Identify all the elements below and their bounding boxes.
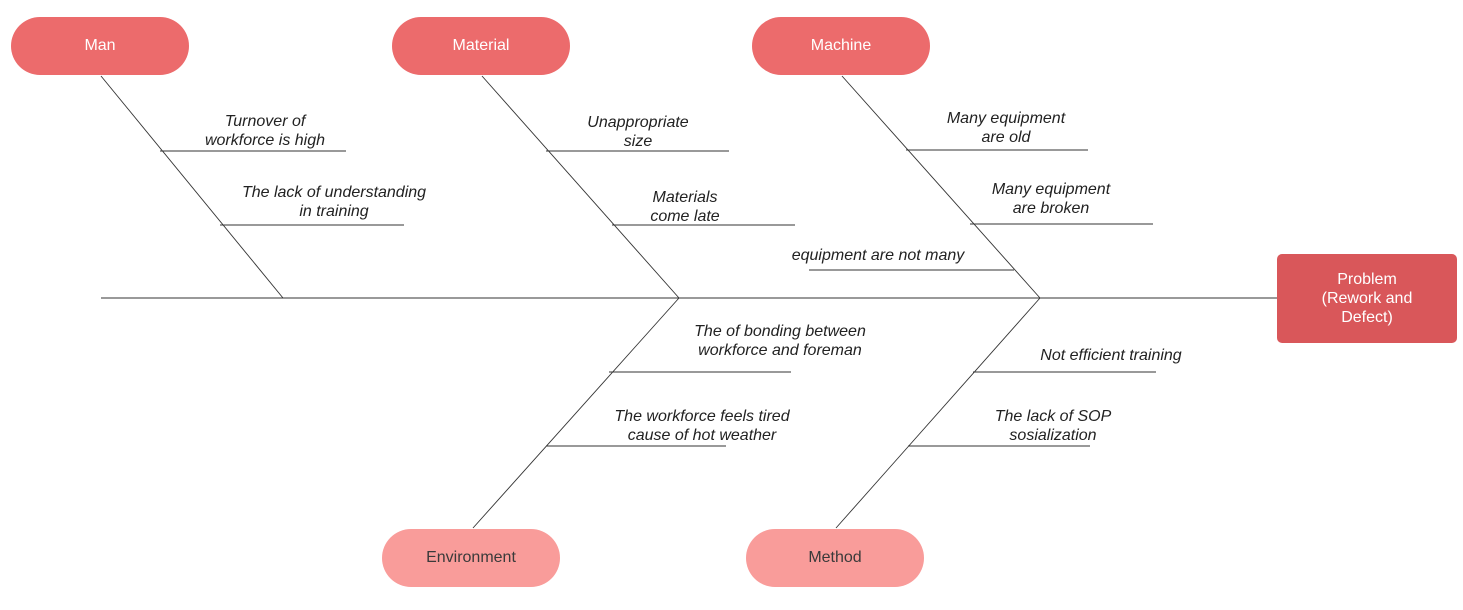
category-environment: Environment (382, 529, 560, 587)
man-cause-1: Turnover of workforce is high (204, 113, 326, 149)
environment-cause-1: The of bonding between workforce and for… (694, 323, 866, 359)
material-cause-2: Materials come late (650, 189, 720, 225)
material-cause-1: Unappropriate size (587, 114, 689, 150)
machine-cause-1: Many equipment are old (946, 110, 1066, 146)
method-cause-2: The lack of SOP sosialization (994, 408, 1112, 444)
category-man-label: Man (84, 37, 116, 54)
machine-cause-2: Many equipment are broken (991, 181, 1111, 217)
man-bone (100, 75, 284, 299)
method-bone (835, 297, 1041, 529)
category-machine: Machine (752, 17, 930, 75)
category-environment-label: Environment (426, 549, 516, 566)
method-cause-1: Not efficient training (1040, 347, 1182, 364)
material-bone (481, 75, 680, 299)
man-cause-2: The lack of understanding in training (241, 184, 427, 220)
problem-box: Problem (Rework and Defect) (1277, 254, 1457, 343)
machine-bone (841, 75, 1041, 299)
category-method: Method (746, 529, 924, 587)
environment-bone (472, 297, 680, 529)
category-machine-label: Machine (810, 37, 872, 54)
category-method-label: Method (808, 549, 862, 566)
environment-cause-2: The workforce feels tired cause of hot w… (614, 408, 790, 444)
category-material-label: Material (452, 37, 510, 54)
category-man: Man (11, 17, 189, 75)
category-material: Material (392, 17, 570, 75)
machine-cause-3: equipment are not many (791, 247, 965, 264)
